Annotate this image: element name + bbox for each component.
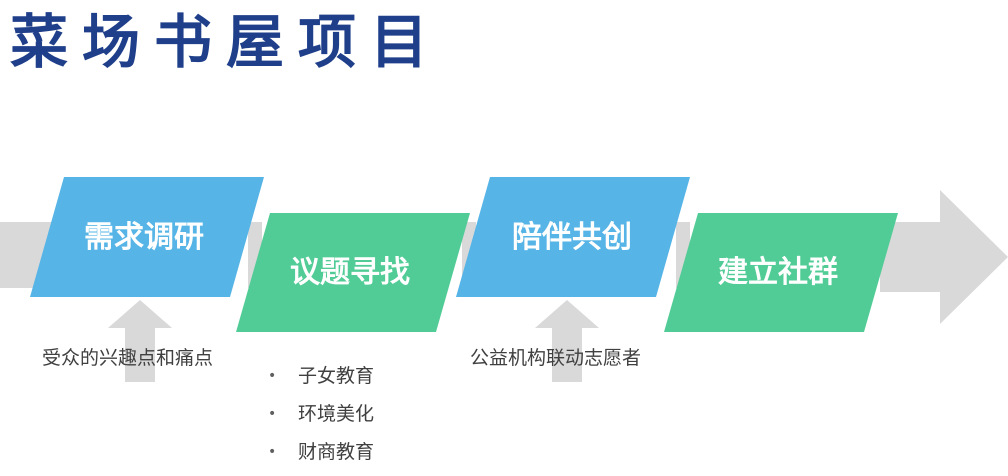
note-step1: 受众的兴趣点和痛点: [42, 347, 214, 369]
page-title: 菜场书屋项目: [10, 8, 443, 76]
bullet-icon: •: [268, 406, 277, 422]
flow-arrow-head: [880, 190, 1008, 324]
step-label-4: 建立社群: [718, 255, 838, 290]
step-shape-4: [664, 213, 898, 332]
up-arrow-step1: [108, 300, 172, 382]
bullet-icon: •: [268, 368, 277, 384]
note-step3: 公益机构联动志愿者: [470, 347, 642, 369]
step-shape-1: [30, 177, 264, 297]
topic-label: 环境美化: [298, 403, 375, 425]
topic-label: 子女教育: [298, 365, 375, 387]
topic-item: • 财商教育: [268, 438, 374, 476]
topic-label: 财商教育: [298, 441, 375, 463]
step-shape-2: [236, 213, 470, 332]
topic-item: • 环境美化: [268, 400, 374, 438]
up-arrow-step3: [535, 300, 599, 382]
step-label-2: 议题寻找: [290, 255, 410, 290]
step-shape-3: [456, 177, 690, 297]
topic-list: • 子女教育 • 环境美化 • 财商教育: [268, 362, 374, 476]
step-label-3: 陪伴共创: [512, 220, 632, 255]
step-label-1: 需求调研: [84, 220, 204, 255]
topic-item: • 子女教育: [268, 362, 374, 400]
bullet-icon: •: [268, 444, 277, 460]
